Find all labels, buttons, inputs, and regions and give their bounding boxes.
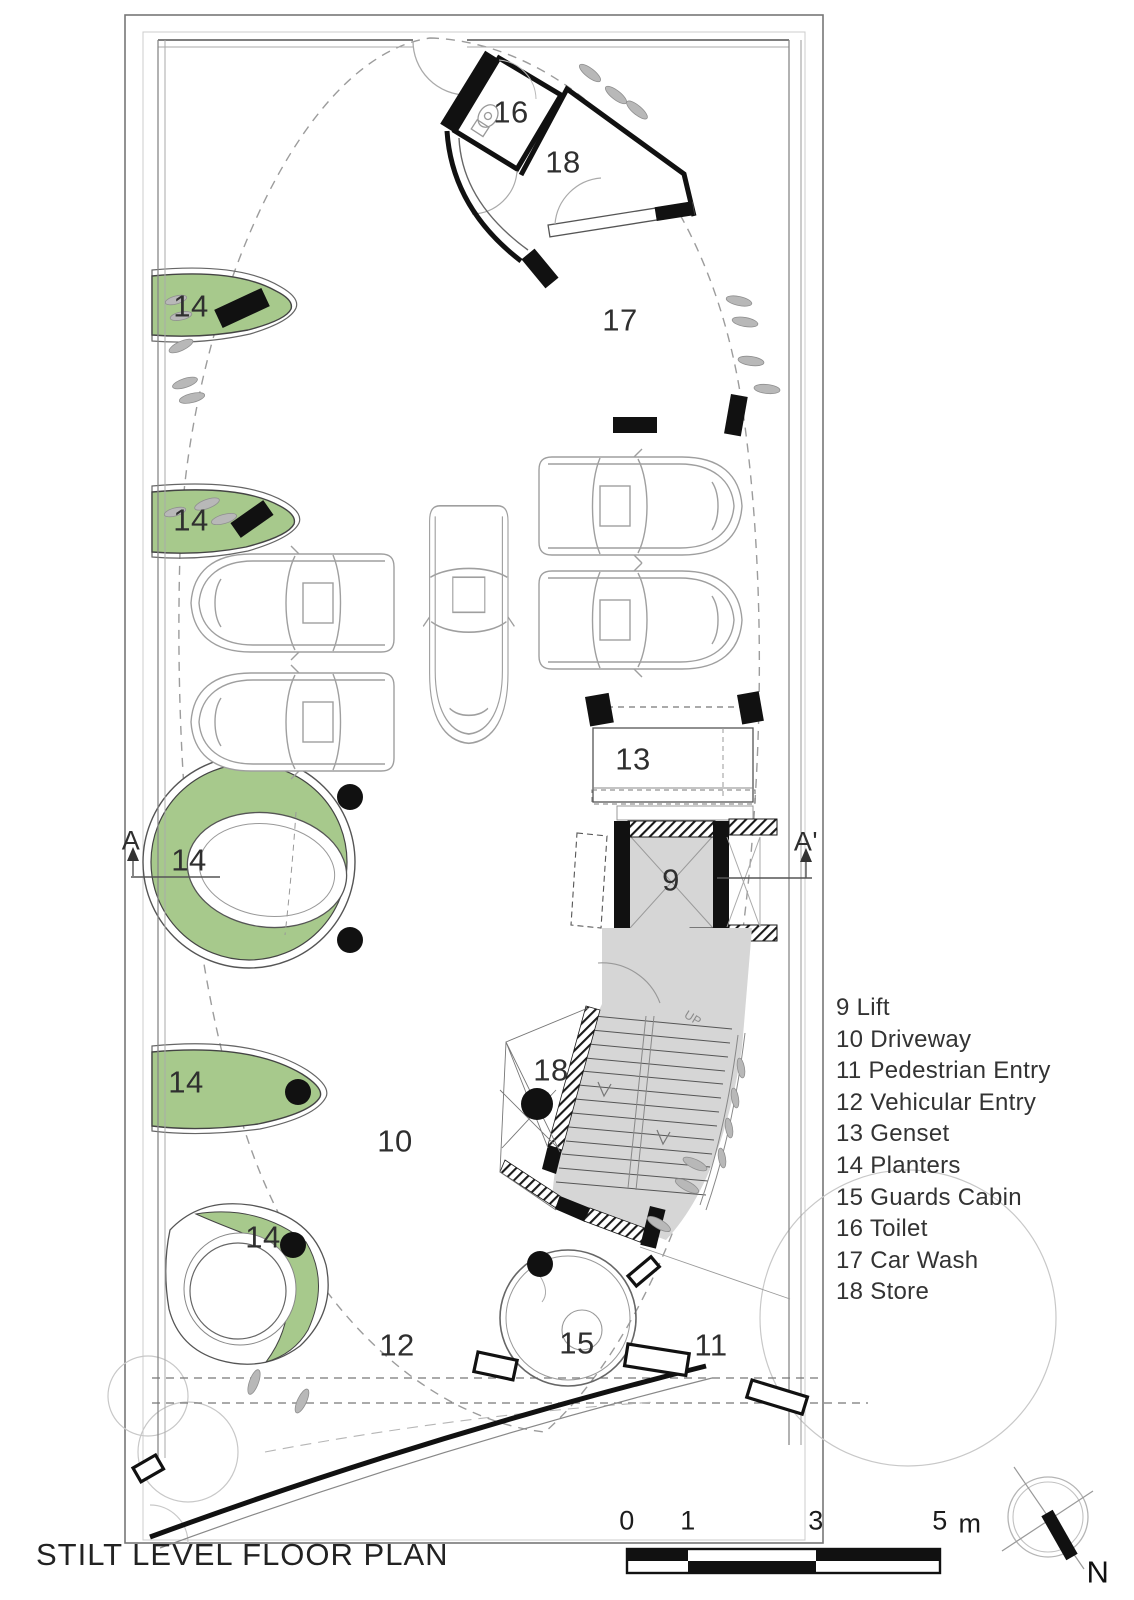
scale-tick-5: 5: [932, 1505, 948, 1536]
room-label-store-top: 18: [545, 144, 581, 180]
scale-tick-0: 0: [619, 1505, 635, 1536]
room-label-planter-ring: 14: [171, 842, 207, 878]
legend-item-guards-cabin: 15 Guards Cabin: [836, 1183, 1022, 1211]
legend-item-pedestrian-entry: 11 Pedestrian Entry: [836, 1057, 1051, 1085]
legend-item-vehicular-entry: 12 Vehicular Entry: [836, 1088, 1037, 1116]
section-label-a: A: [121, 825, 141, 856]
planter-bottom: [165, 1203, 329, 1365]
legend-item-driveway: 10 Driveway: [836, 1025, 972, 1053]
legend-item-toilet: 16 Toilet: [836, 1215, 928, 1243]
entry-gates: [130, 1254, 810, 1549]
room-label-planter-third: 14: [168, 1064, 204, 1100]
outer-frame: [124, 14, 824, 1544]
room-label-car-wash: 17: [602, 302, 638, 338]
store-room-top: [444, 59, 697, 289]
room-label-vehicular-entry: 12: [379, 1327, 415, 1363]
room-label-genset: 13: [615, 741, 651, 777]
section-marker-left: [127, 847, 220, 878]
room-label-planter-bottom: 14: [245, 1219, 281, 1255]
legend-item-genset: 13 Genset: [836, 1120, 950, 1148]
planter-ring: [142, 755, 356, 969]
legend-item-lift: 9 Lift: [836, 994, 890, 1021]
room-label-driveway: 10: [377, 1123, 413, 1159]
north-label: N: [1086, 1554, 1110, 1590]
planter-top: [151, 267, 298, 343]
room-label-toilet: 16: [493, 94, 529, 130]
room-label-pedestrian-entry: 11: [694, 1327, 728, 1363]
scale-unit: m: [958, 1508, 982, 1539]
room-label-planter-top: 14: [173, 288, 209, 324]
columns: [280, 784, 553, 1277]
genset: [585, 691, 764, 803]
scale-bar-graphic: [625, 1547, 942, 1575]
section-marker-right: [717, 848, 812, 879]
staircase: [499, 928, 791, 1300]
north-arrow-graphic: [1001, 1466, 1094, 1570]
room-label-planter-second: 14: [173, 502, 209, 538]
legend-item-car-wash: 17 Car Wash: [836, 1246, 979, 1274]
room-label-guards-cabin: 15: [559, 1325, 595, 1361]
legend: 9 Lift 10 Driveway 11 Pedestrian Entry 1…: [836, 992, 1051, 1308]
plot-boundary: [152, 39, 868, 1458]
legend-item-planters: 14 Planters: [836, 1151, 961, 1179]
scale-tick-1: 1: [680, 1505, 696, 1536]
scale-tick-3: 3: [808, 1505, 824, 1536]
leaf-symbols: [163, 63, 781, 1414]
room-label-store-under-stairs: 18: [533, 1052, 569, 1088]
car-wash-columns: [613, 394, 748, 437]
page-title: STILT LEVEL FLOOR PLAN: [36, 1537, 449, 1572]
legend-item-store: 18 Store: [836, 1278, 930, 1306]
section-label-a-prime: A': [793, 826, 819, 857]
guards-cabin: [499, 1249, 637, 1387]
room-label-lift: 9: [662, 862, 680, 898]
planter-third: [151, 1043, 328, 1135]
